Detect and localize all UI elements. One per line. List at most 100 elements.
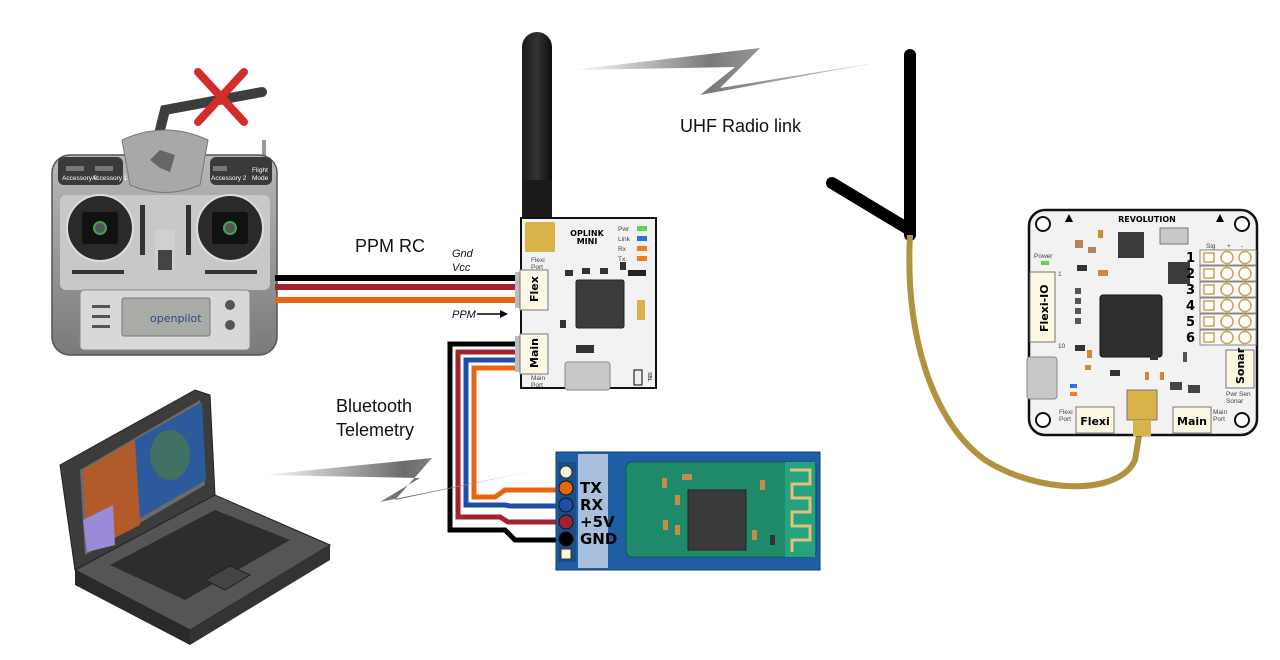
oplink-flexi-port-label-1: Flexi: [531, 257, 545, 264]
servo-signal-pin-icon: [1203, 316, 1215, 327]
disabled-x-icon: [194, 68, 248, 126]
antenna-cable: [906, 234, 1143, 490]
uhf-radio-link-label: UHF Radio link: [680, 116, 802, 136]
ppm-arrow-icon: [477, 310, 508, 318]
servo-channel-row: 4: [1186, 297, 1257, 314]
bt-pin-gnd-label: GND: [580, 530, 617, 548]
flexi-port-label: Flexi: [1080, 415, 1110, 428]
main-port-caption-1: Main: [1213, 409, 1227, 416]
bluetooth-label-line2: Telemetry: [336, 420, 414, 440]
uhf-radio-bolt-icon: [572, 48, 880, 95]
servo-power-pin-icon: [1238, 330, 1252, 345]
led-pwr-icon: [637, 226, 647, 231]
main-port-caption-2: Port: [1213, 416, 1225, 423]
servo-signal-pin-icon: [1203, 268, 1215, 279]
servo-power-pin-icon: [1238, 298, 1252, 313]
flexi-io-pin-10: 10: [1058, 343, 1066, 350]
servo-channel-row: 2: [1186, 265, 1257, 282]
servo-power-pin-icon: [1220, 250, 1234, 265]
bt-pin-rx-label: RX: [580, 496, 604, 514]
main-port-label: Main: [1177, 415, 1207, 428]
bt-pin-tx-icon: [558, 480, 574, 496]
ppm-label: PPM: [452, 309, 477, 321]
oplink-flex-port-label: Flex: [528, 276, 541, 302]
oplink-main-port-label: Main: [528, 338, 541, 368]
oplink-flexi-port-label-2: Port: [531, 264, 543, 271]
laptop: [59, 389, 332, 645]
servo-power-pin-icon: [1238, 250, 1252, 265]
servo-power-pin-icon: [1220, 298, 1234, 313]
mount-hole-icon: [1035, 412, 1051, 428]
revolution-antenna-icon: [826, 49, 916, 241]
right-stick-icon: [196, 194, 264, 262]
oplink-main-port-caption-2: Port: [531, 382, 543, 389]
sonar-port-label: Sonar: [1234, 347, 1247, 384]
bluetooth-module: TX RX +5V GND: [555, 451, 821, 571]
oplink-title-1: OPLINK: [570, 229, 604, 238]
bt-pin-rx-icon: [558, 497, 574, 513]
ppm-rc-label: PPM RC: [355, 236, 425, 256]
led-link-label: Link: [618, 236, 631, 243]
servo-channel-label: 3: [1186, 283, 1195, 298]
vcc-label: Vcc: [452, 262, 471, 274]
servo-power-pin-icon: [1220, 282, 1234, 297]
flexi-port-caption-1: Flexi: [1059, 409, 1073, 416]
flexi-port-caption-2: Port: [1059, 416, 1071, 423]
accessory-1-label: Accessory 1: [92, 175, 128, 182]
sonar-caption-1: Pwr Sen: [1226, 391, 1251, 398]
oplink-main-port-caption-1: Main: [531, 375, 545, 382]
mount-hole-icon: [1234, 216, 1250, 232]
mount-hole-icon: [1035, 216, 1051, 232]
servo-channel-row: 3: [1186, 281, 1257, 298]
servo-power-pin-icon: [1238, 266, 1252, 281]
orange-led-icon: [1070, 392, 1077, 396]
servo-signal-pin-icon: [1203, 284, 1215, 295]
rf-connector-icon: [1126, 389, 1158, 421]
led-rx-label: Rx: [618, 246, 627, 253]
bt-pin-5v-label: +5V: [580, 513, 615, 531]
bluetooth-bolt-icon: [262, 458, 547, 502]
flexi-io-pin-1: 1: [1058, 271, 1062, 278]
servo-channel-label: 2: [1186, 267, 1195, 282]
servo-channel-label: 1: [1186, 251, 1195, 266]
sbl-label: SBL: [646, 372, 652, 382]
sonar-caption-2: Sonar: [1226, 398, 1244, 405]
led-pwr-label: Pwr: [618, 226, 630, 233]
servo-channel-row: 1: [1186, 249, 1257, 266]
bt-pin-tx-label: TX: [580, 479, 602, 497]
openpilot-brand-text: openpilot: [150, 312, 202, 325]
telemetry-wires: [447, 341, 560, 543]
rc-transmitter: Accessory 0 Accessory 1 Accessory 2 Flig…: [51, 68, 278, 356]
servo-signal-pin-icon: [1203, 332, 1215, 343]
ppm-rc-wires: [275, 275, 520, 303]
servo-header-plus: +: [1227, 243, 1231, 250]
servo-header-minus: -: [1241, 243, 1243, 250]
servo-power-pin-icon: [1220, 314, 1234, 329]
led-rx-icon: [637, 246, 647, 251]
blue-led-icon: [1070, 384, 1077, 388]
accessory-2-label: Accessory 2: [211, 175, 247, 182]
flexi-io-label: Flexi-IO: [1038, 284, 1051, 332]
bt-pin-5v-icon: [558, 514, 574, 530]
led-link-icon: [637, 236, 647, 241]
servo-channel-label: 4: [1186, 299, 1195, 314]
power-led-icon: [1041, 261, 1049, 265]
accessory-0-label: Accessory 0: [62, 175, 98, 182]
gnd-label: Gnd: [452, 248, 474, 260]
bluetooth-label-line1: Bluetooth: [336, 396, 412, 416]
servo-channel-row: 5: [1186, 313, 1257, 330]
flight-mode-label-1: Flight: [252, 167, 268, 174]
flight-mode-label-2: Mode: [252, 175, 269, 182]
power-led-label: Power: [1034, 253, 1053, 260]
arrow-up-icon: [1216, 214, 1224, 222]
servo-channel-row: 6: [1186, 329, 1257, 346]
oplink-mini-board: Flexi Port OPLINK MINI Pwr Link Rx Tx SB…: [515, 217, 657, 391]
servo-channel-label: 6: [1186, 331, 1195, 346]
led-tx-label: Tx: [618, 256, 626, 263]
servo-channel-label: 5: [1186, 315, 1195, 330]
bt-pin-gnd-icon: [558, 531, 574, 547]
led-tx-icon: [637, 256, 647, 261]
revolution-board: REVOLUTION Power Flexi-IO 1 10: [1026, 208, 1259, 437]
